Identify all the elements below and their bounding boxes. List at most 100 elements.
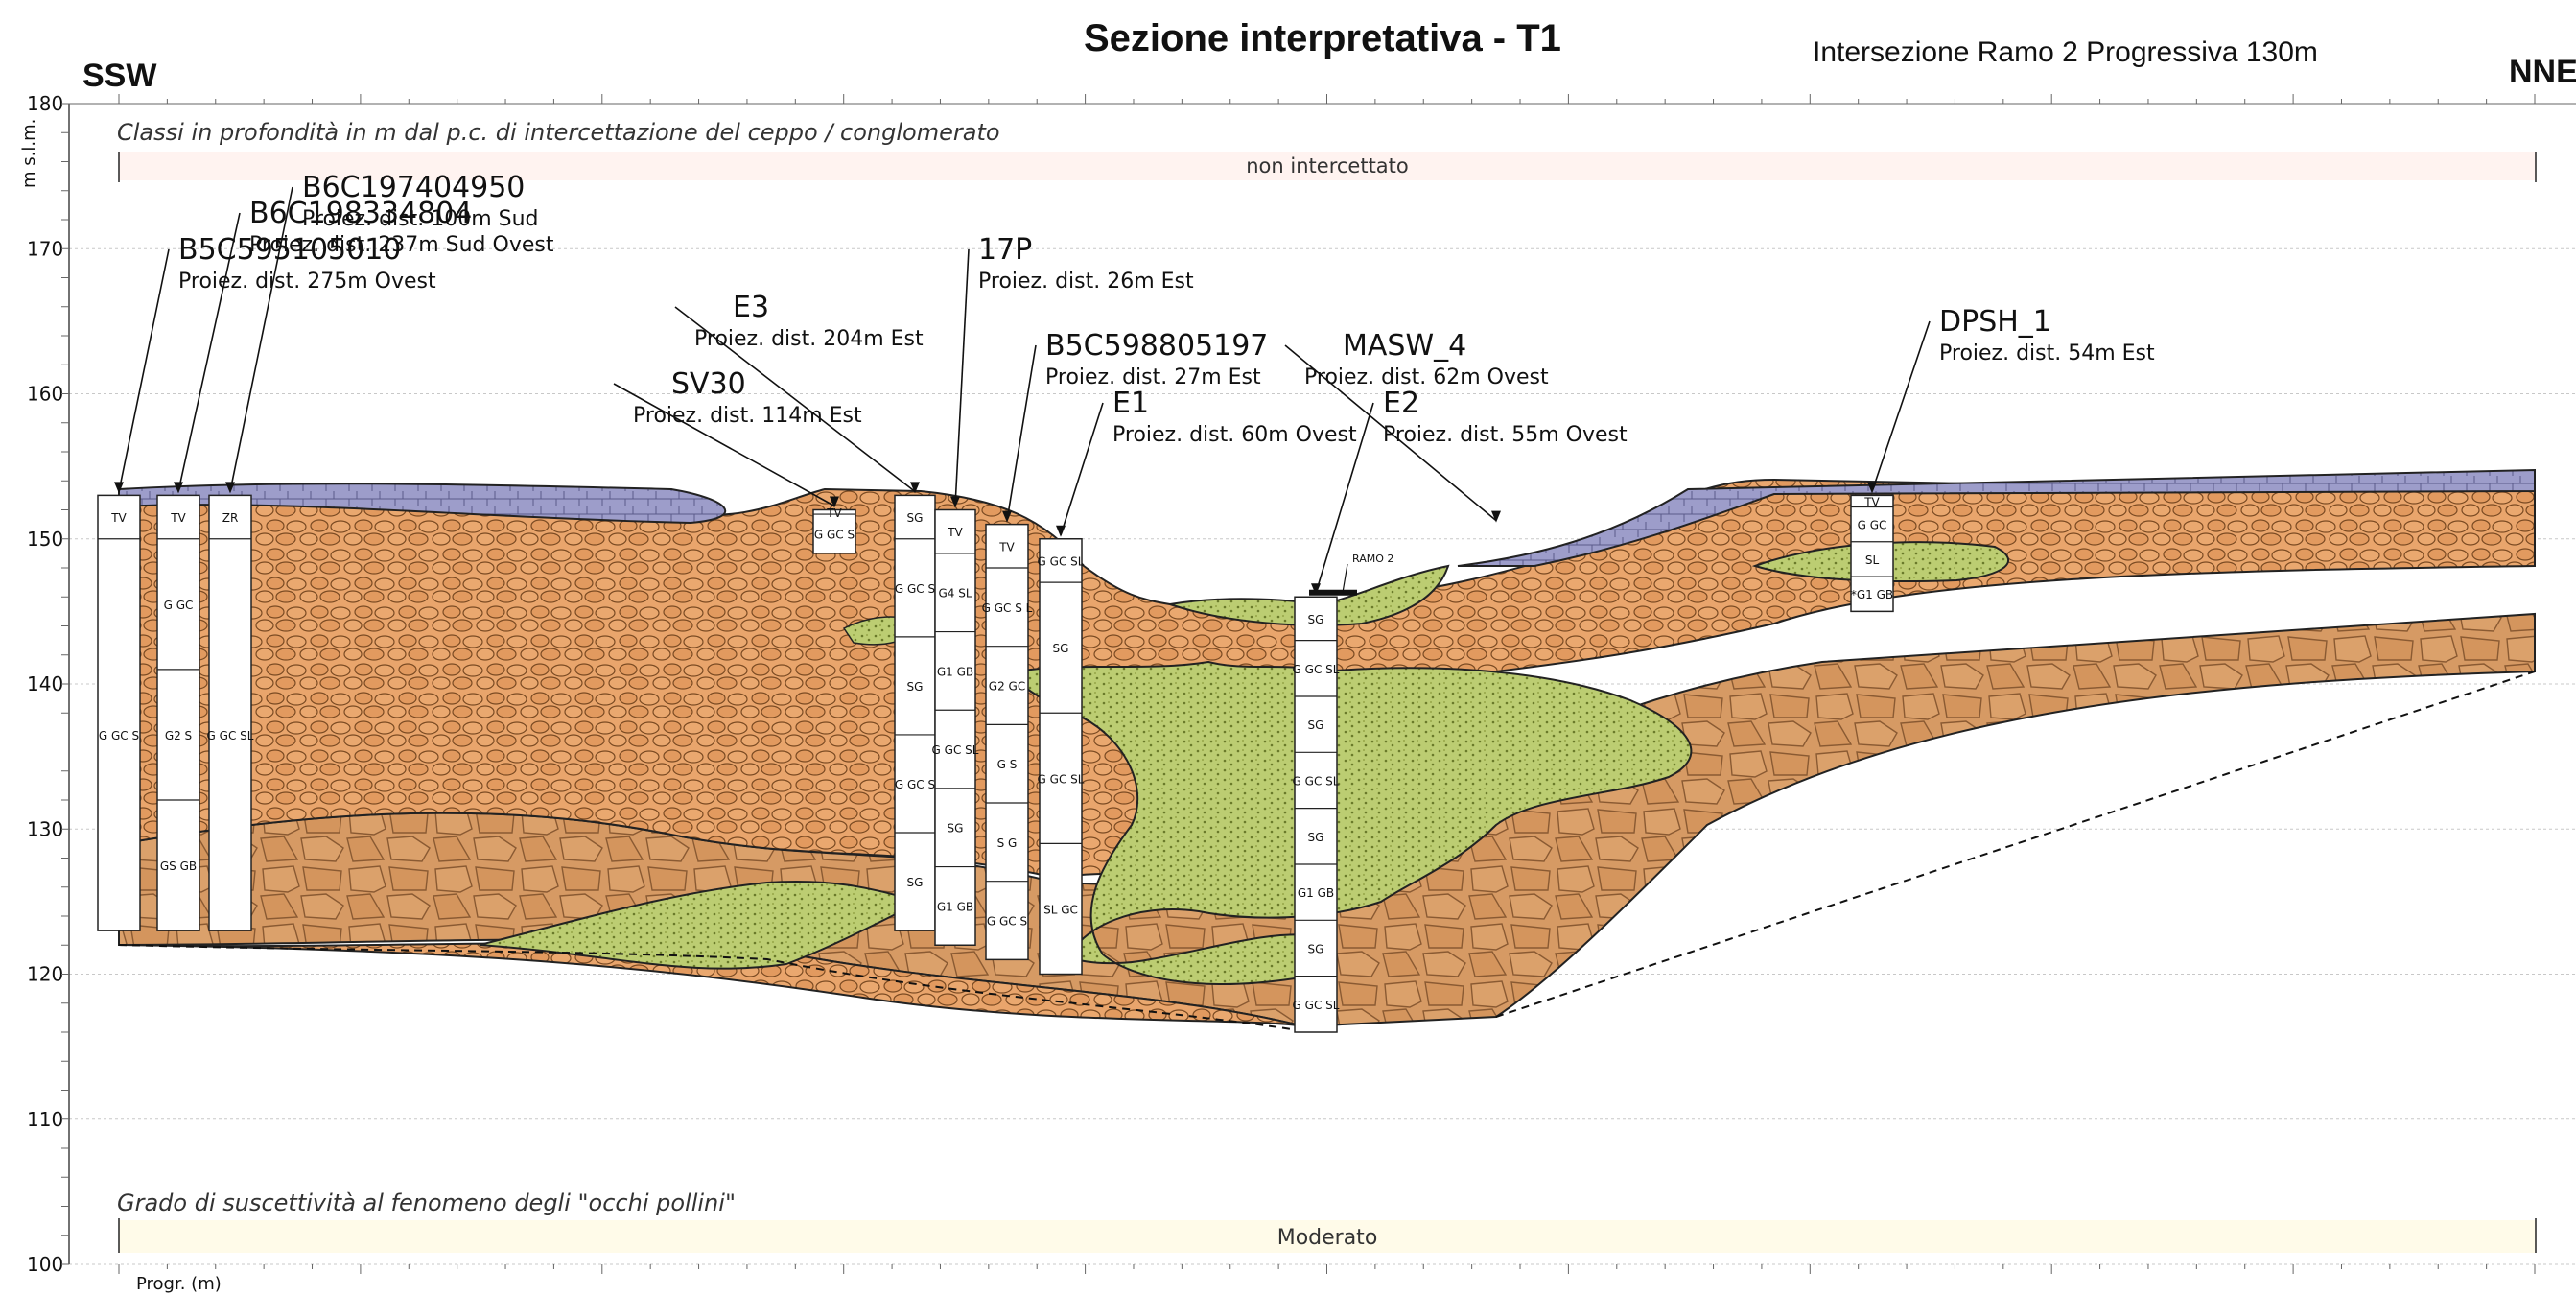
leader-arrow <box>114 482 124 494</box>
layer-label: S G <box>997 836 1018 850</box>
layer-label: G GC <box>1858 519 1887 532</box>
borehole-column <box>1039 538 1083 976</box>
borehole-column <box>156 494 200 931</box>
layer-label: SG <box>1308 942 1324 955</box>
y-tick-label: 150 <box>27 528 63 551</box>
leader-arrow <box>1491 510 1501 523</box>
borehole-projection: Proiez. dist. 204m Est <box>694 327 924 351</box>
borehole-projection: Proiez. dist. 237m Sud Ovest <box>249 233 554 257</box>
sand-body <box>1015 660 1693 985</box>
direction-right: NNE <box>2509 54 2576 90</box>
layer-label: G GC S L <box>982 601 1033 615</box>
sand-lens-2 <box>1169 564 1450 626</box>
layer-label: G GC S <box>99 729 139 742</box>
bottom-band-caption: Grado di suscettività al fenomeno degli … <box>117 1189 736 1216</box>
layer-label: G GC SL <box>1038 772 1085 786</box>
leader-line <box>118 248 170 492</box>
leader-line <box>1006 344 1037 521</box>
ramo-label: RAMO 2 <box>1352 553 1393 565</box>
layer-label: G GC SL <box>932 743 979 757</box>
leader-arrow <box>1867 482 1877 494</box>
borehole-b6c197404950: ZRG GC SL <box>207 494 254 931</box>
leader-arrow <box>1056 525 1066 537</box>
section-title: Sezione interpretativa - T1 <box>1084 17 1561 59</box>
layer-label: GS GB <box>160 859 197 873</box>
layer-label: SG <box>1308 831 1324 844</box>
layer-label: TV <box>170 511 186 525</box>
layer-label: TV <box>947 526 963 539</box>
leader-line <box>229 186 293 492</box>
x-axis-label: Progr. (m) <box>136 1274 222 1294</box>
borehole-projection: Proiez. dist. 55m Ovest <box>1383 423 1628 447</box>
y-axis-label: m s.l.m. <box>19 118 39 188</box>
base-contact <box>118 944 1305 1032</box>
borehole-b6c198334804: TV G GC G2 S GS GB <box>156 494 200 931</box>
borehole-column <box>985 523 1029 961</box>
borehole-projection: Proiez. dist. 27m Est <box>1045 365 1261 389</box>
borehole-projection: Proiez. dist. 100m Sud <box>302 207 539 231</box>
layer-label: G GC SL <box>1293 663 1340 676</box>
borehole-name: 17P <box>978 233 1032 267</box>
borehole-projection: Proiez. dist. 62m Ovest <box>1304 365 1549 389</box>
layer-label: G GC S <box>895 582 935 596</box>
layer-label: TV <box>110 511 127 525</box>
layer-label: TV <box>998 540 1015 553</box>
borehole-b5c595105010: TV G GC S <box>97 494 141 931</box>
y-tick-label: 120 <box>27 963 63 986</box>
layer-label: G2 S <box>165 729 192 742</box>
y-tick-label: 140 <box>27 672 63 695</box>
y-tick-label: 160 <box>27 383 63 406</box>
leader-line <box>1284 344 1497 522</box>
borehole-column <box>208 494 252 931</box>
layer-label: SG <box>1308 718 1324 732</box>
y-tick-label: 180 <box>27 92 63 115</box>
y-tick-label: 130 <box>27 817 63 840</box>
top-band-caption: Classi in profondità in m dal p.c. di in… <box>117 119 1000 146</box>
direction-left: SSW <box>82 58 157 94</box>
leader-arrow <box>910 482 920 494</box>
leader-line <box>954 248 970 506</box>
layer-label: G GC <box>164 599 194 612</box>
layer-label: G GC S <box>987 915 1027 929</box>
layer-label: G1 GB <box>1298 886 1334 900</box>
layer-label: G1 GB <box>937 665 973 678</box>
leader-arrow <box>225 482 235 494</box>
layer-label: G S <box>997 758 1018 771</box>
borehole-projection: Proiez. dist. 60m Ovest <box>1112 423 1357 447</box>
layer-label: ZR <box>222 511 239 525</box>
borehole-name: MASW_4 <box>1343 329 1466 363</box>
borehole-name: B6C197404950 <box>302 171 525 204</box>
layer-label: G1 GB <box>937 900 973 913</box>
layer-label: SG <box>948 822 964 836</box>
leader-arrow <box>830 496 839 508</box>
leader-line <box>1060 402 1104 535</box>
layer-label: TV <box>826 506 842 520</box>
band-top-value: non intercettato <box>1246 154 1409 177</box>
layer-label: SL GC <box>1043 903 1078 916</box>
leader-line <box>613 383 835 507</box>
leader-arrow <box>174 482 183 494</box>
topsoil-left <box>118 483 727 525</box>
leader-arrow <box>1311 583 1321 596</box>
borehole-projection: Proiez. dist. 26m Est <box>978 270 1194 294</box>
ramo-marker: RAMO 2 <box>1309 553 1393 596</box>
layer-label: G GC SL <box>1293 774 1340 788</box>
band-bottom <box>119 1220 2536 1253</box>
layer-label: SG <box>907 511 924 525</box>
band-bottom-value: Moderato <box>1277 1226 1378 1250</box>
borehole-column <box>97 494 141 931</box>
band-top <box>119 152 2536 180</box>
borehole-b5c598805197: TVG GC S LG2 GCG SS GG GC S <box>982 523 1033 961</box>
